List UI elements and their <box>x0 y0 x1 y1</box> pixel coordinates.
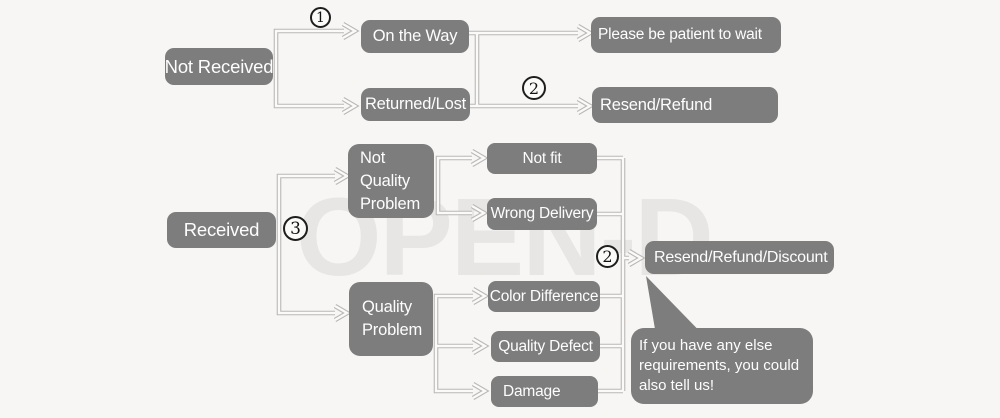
step-circle-2-bottom: 2 <box>596 245 619 268</box>
node-received: Received <box>167 212 276 248</box>
step-circle-3: 3 <box>283 216 308 241</box>
arrow-right-icon <box>578 99 590 113</box>
arrow-right-icon <box>473 339 485 353</box>
arrow-right-icon <box>472 151 484 165</box>
speech-bubble: If you have any else requirements, you c… <box>631 328 813 404</box>
step-circle-2-top: 2 <box>522 76 546 100</box>
arrow-right-icon <box>472 206 484 220</box>
arrow-right-icon <box>335 169 347 183</box>
arrow-right-icon <box>473 384 485 398</box>
speech-bubble-line: If you have any else <box>639 337 773 354</box>
node-not-received: Not Received <box>165 48 274 85</box>
arrow-right-icon <box>578 26 590 40</box>
node-not-quality-problem: Not Quality Problem <box>348 144 434 218</box>
arrow-right-icon <box>343 24 355 38</box>
node-not-fit: Not fit <box>487 143 597 174</box>
node-color-difference: Color Difference <box>488 281 600 312</box>
speech-bubble-line: also tell us! <box>639 377 715 394</box>
speech-bubble-line: requirements, you could <box>639 357 800 374</box>
node-quality-problem: Quality Problem <box>349 282 433 356</box>
arrow-right-icon <box>335 306 347 320</box>
node-on-the-way: On the Way <box>361 20 469 53</box>
node-wrong-delivery: Wrong Delivery <box>487 198 597 230</box>
node-returned-lost: Returned/Lost <box>361 88 470 121</box>
step-circle-1: 1 <box>310 7 331 28</box>
node-resend-refund: Resend/Refund <box>592 87 778 123</box>
connector-inner-lines <box>274 29 629 393</box>
node-damage: Damage <box>491 376 598 407</box>
node-quality-defect: Quality Defect <box>491 331 600 362</box>
arrow-right-icon <box>343 99 355 113</box>
node-resend-refund-discount: Resend/Refund/Discount <box>645 241 834 274</box>
node-please-be-patient: Please be patient to wait <box>591 17 781 53</box>
arrow-right-icon <box>629 251 641 265</box>
arrow-right-icon <box>473 289 485 303</box>
